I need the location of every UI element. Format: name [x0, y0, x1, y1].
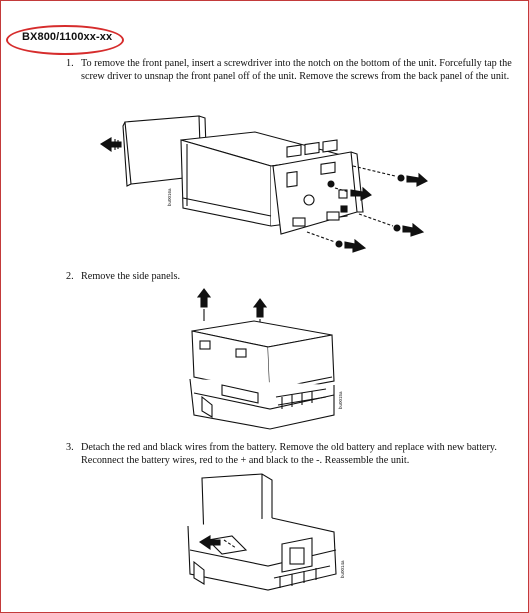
step-2-number: 2. — [66, 271, 74, 282]
figure-3-code: bu0014a — [340, 560, 345, 578]
wire-arrow-icon — [198, 535, 237, 551]
figure-1-code: bu0016a — [167, 188, 172, 206]
figure-remove-side-panels: bu0015a — [182, 285, 352, 430]
figure-remove-front-panel: bu0016a — [95, 108, 435, 258]
step-3-text: Detach the red and black wires from the … — [81, 442, 497, 466]
back-panel-drawing — [272, 139, 364, 235]
step-1-number: 1. — [66, 58, 74, 69]
step-1-text: To remove the front panel, insert a scre… — [81, 58, 512, 82]
step-3: 3. Detach the red and black wires from t… — [66, 441, 512, 467]
unit-lower-drawing — [189, 378, 335, 430]
side-panel-top-drawing — [191, 320, 335, 394]
left-arrow-icon — [99, 137, 122, 153]
up-arrow-left-icon — [196, 288, 212, 321]
model-heading: BX800/1100xx-xx — [22, 31, 113, 43]
up-arrow-right-icon — [252, 298, 268, 331]
model-highlight-oval — [6, 25, 124, 55]
screw-bottom-right-icon — [358, 213, 425, 237]
screw-mid-right-icon — [334, 186, 372, 201]
screw-top-right-icon — [352, 165, 428, 187]
step-2: 2. Remove the side panels. — [66, 270, 512, 283]
step-2-text: Remove the side panels. — [81, 271, 181, 282]
figure-2-code: bu0015a — [338, 391, 343, 409]
screw-bottom-left-icon — [306, 231, 367, 253]
step-3-number: 3. — [66, 442, 74, 453]
figure-replace-battery: bu0014a — [180, 470, 360, 606]
step-1: 1. To remove the front panel, insert a s… — [66, 57, 512, 83]
chassis-drawing — [187, 517, 337, 591]
